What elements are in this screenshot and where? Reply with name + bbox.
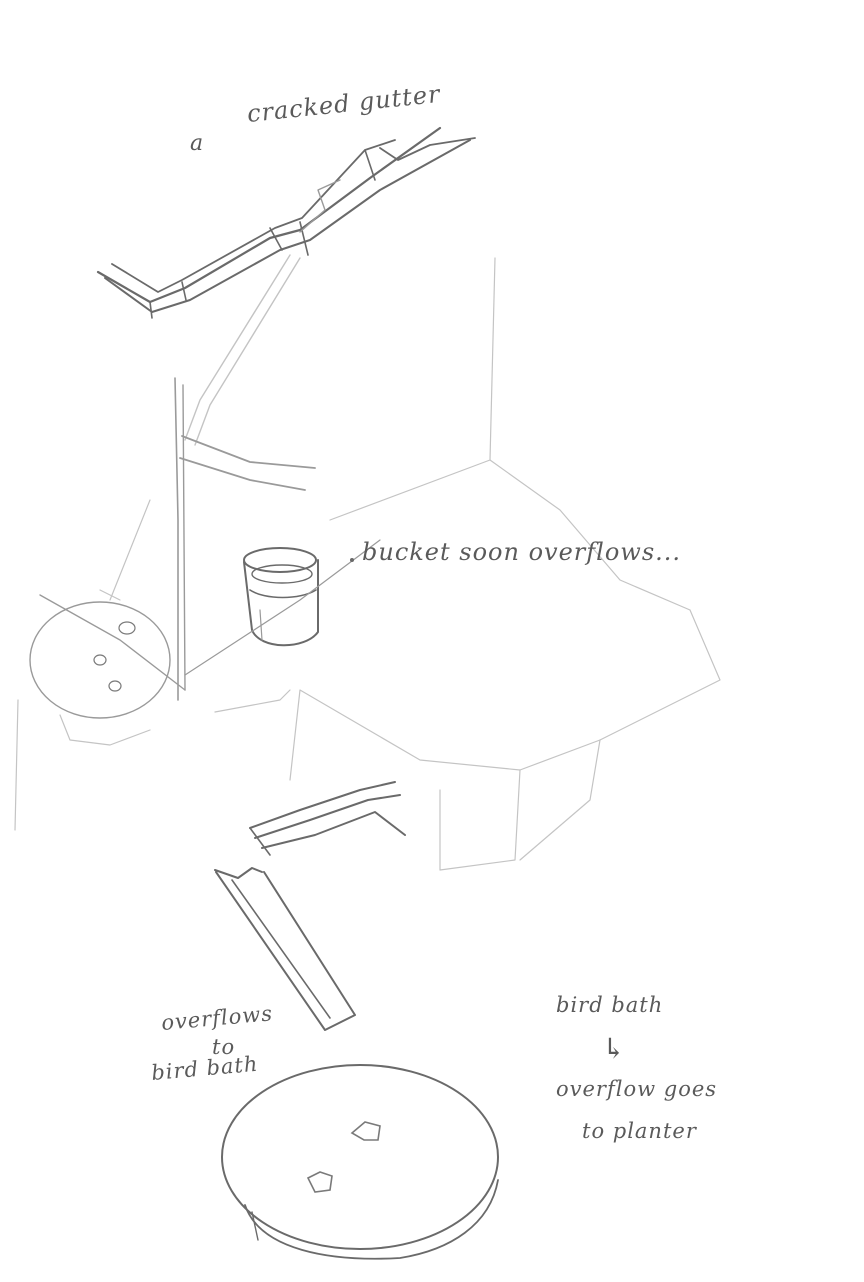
top-marker-label: a — [190, 131, 204, 156]
bucket-leader-line — [185, 540, 380, 675]
down-arrow-glyph: ↳ — [602, 1032, 626, 1065]
overflows-label: overflows — [160, 1001, 274, 1035]
left-birdbath-drawing — [15, 500, 185, 830]
lower-gutter-drawing — [250, 782, 405, 855]
bird-bath-label-left: bird bath — [150, 1052, 259, 1085]
to-planter-label: to planter — [582, 1119, 698, 1143]
cracked-gutter-drawing — [98, 128, 475, 318]
bucket-drawing — [244, 548, 318, 645]
bucket-label: bucket soon overflows... — [362, 538, 681, 566]
downpipe-drawing — [185, 255, 300, 445]
overflow-goes-label: overflow goes — [556, 1077, 717, 1101]
bird-bath-label-right: bird bath — [556, 993, 663, 1017]
main-birdbath-drawing — [222, 1065, 498, 1259]
cracked-gutter-label: cracked gutter — [246, 80, 443, 128]
wall-post-drawing — [175, 378, 315, 700]
